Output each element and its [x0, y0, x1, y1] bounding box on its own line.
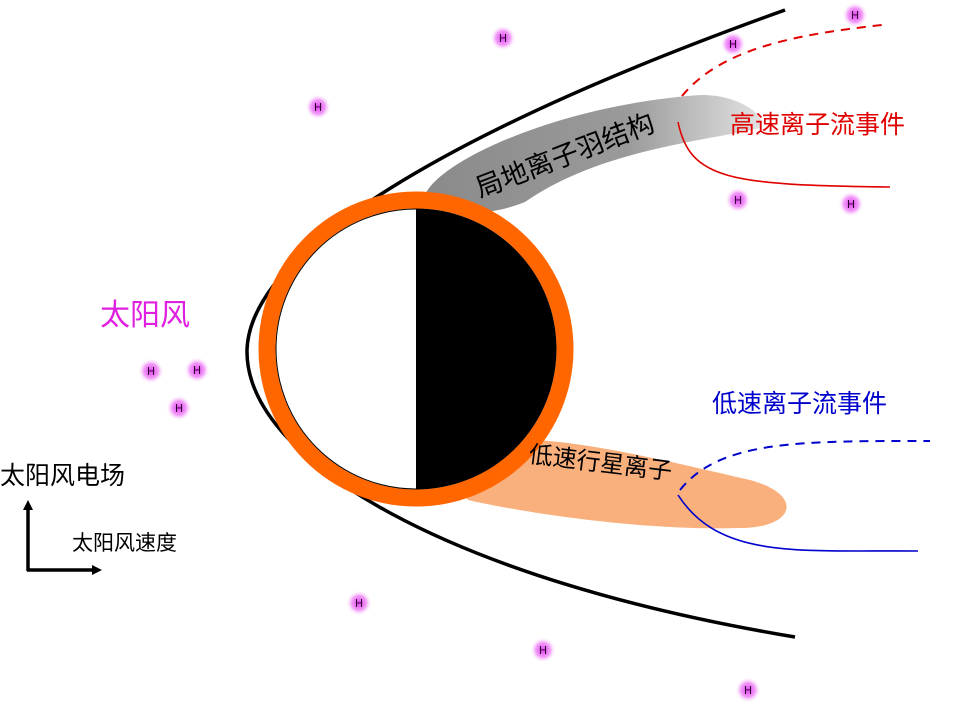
particle-glow	[842, 2, 868, 28]
planet-ring	[258, 191, 574, 507]
hydrogen-particle: H	[166, 395, 192, 421]
hydrogen-particle: H	[305, 94, 331, 120]
particle-label: H	[734, 194, 742, 207]
hydrogen-particles: H H H H H H H H H H H H	[138, 2, 868, 703]
slow-event-label: 低速离子流事件	[712, 389, 887, 418]
particle-label: H	[147, 365, 155, 378]
particle-label: H	[193, 364, 201, 377]
particle-label: H	[539, 644, 547, 657]
particle-glow	[184, 357, 210, 383]
hydrogen-particle: H	[735, 677, 761, 703]
particle-glow	[838, 191, 864, 217]
slow-event-dashed-line	[679, 439, 931, 491]
bow-shock	[245, 8, 796, 639]
hydrogen-particle: H	[184, 357, 210, 383]
particle-label: H	[355, 597, 363, 610]
slow-ion-plume	[440, 439, 787, 529]
hydrogen-particle: H	[490, 25, 516, 51]
hydrogen-particle: H	[138, 358, 164, 384]
hydrogen-particle: H	[720, 31, 746, 57]
particle-glow	[490, 25, 516, 51]
wind-velocity-label: 太阳风速度	[72, 531, 177, 555]
particle-label: H	[744, 684, 752, 697]
particle-label: H	[851, 9, 859, 22]
particle-label: H	[175, 402, 183, 415]
fast-event-label: 高速离子流事件	[730, 110, 905, 139]
particle-label: H	[314, 101, 322, 114]
particle-label: H	[499, 32, 507, 45]
particle-glow	[166, 395, 192, 421]
particle-glow	[725, 187, 751, 213]
hydrogen-particle: H	[838, 191, 864, 217]
particle-glow	[305, 94, 331, 120]
particle-label: H	[729, 38, 737, 51]
particle-label: H	[847, 198, 855, 211]
planet-night-side	[416, 209, 556, 489]
electric-field-label: 太阳风电场	[0, 461, 125, 490]
particle-glow	[530, 637, 556, 663]
hydrogen-particle: H	[842, 2, 868, 28]
fast-event-solid-line	[677, 121, 891, 188]
slow-event-solid-line	[677, 494, 919, 552]
hydrogen-particle: H	[725, 187, 751, 213]
solar-wind-label: 太阳风	[100, 298, 190, 333]
particle-glow	[735, 677, 761, 703]
particle-glow	[138, 358, 164, 384]
fast-event-dashed-line	[681, 24, 883, 97]
hydrogen-particle: H	[530, 637, 556, 663]
hydrogen-particle: H	[346, 590, 372, 616]
particle-glow	[720, 31, 746, 57]
particle-glow	[346, 590, 372, 616]
